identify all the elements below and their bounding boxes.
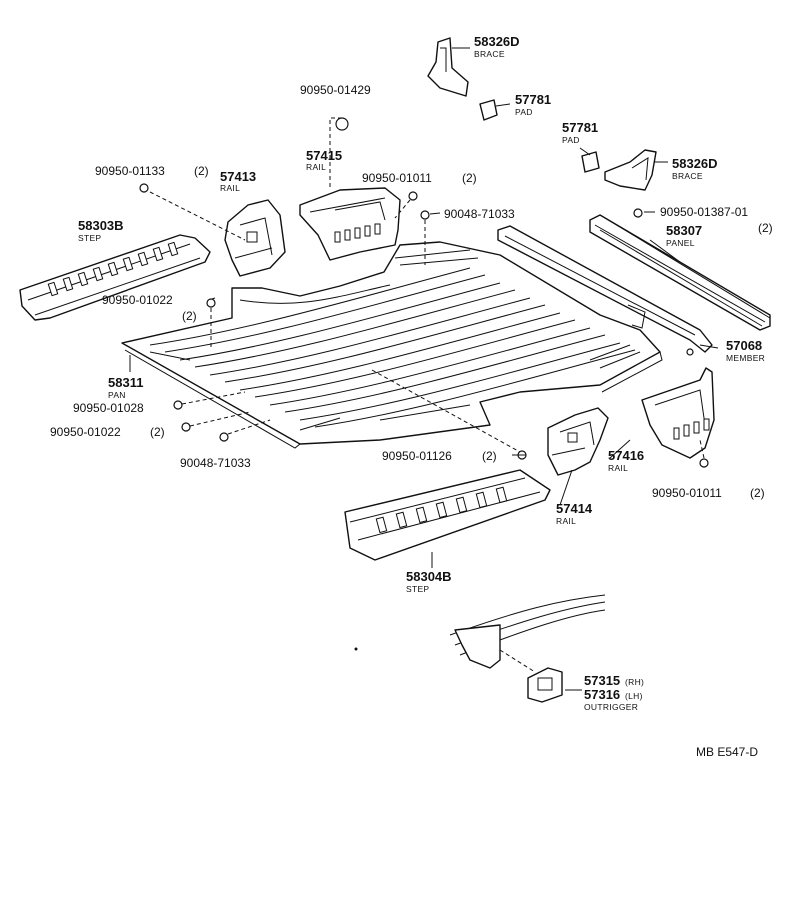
label-pan-58311-number: 58311	[108, 375, 143, 390]
label-rail-57416-name: RAIL	[608, 463, 628, 473]
label-clip-01011-bot-number: 90950-01011	[652, 486, 722, 500]
label-clip-01022-top-qty: (2)	[182, 309, 197, 323]
pad-57781-top	[479, 99, 498, 121]
label-rail-57414-name: RAIL	[556, 516, 576, 526]
label-clip-01022-bot-qty: (2)	[150, 425, 165, 439]
step-58303b-slots	[47, 241, 179, 297]
rail-57413	[224, 199, 286, 277]
label-rail-57413-number: 57413	[220, 169, 256, 184]
label-pan-58311-name: PAN	[108, 390, 126, 400]
rail-57415-slots	[334, 223, 381, 243]
stray-dot	[354, 647, 358, 651]
clip-90950-01022-bot	[181, 422, 191, 432]
label-brace-top-name: BRACE	[474, 49, 505, 59]
pad-57781-right	[581, 151, 600, 173]
label-brace-right-name: BRACE	[672, 171, 703, 181]
label-clip-01387-qty: (2)	[758, 221, 773, 235]
nut-90950-01429	[335, 117, 349, 131]
label-pad-right-name: PAD	[562, 135, 580, 145]
label-clip-01126-number: 90950-01126	[382, 449, 452, 463]
brace-58326d-top	[427, 37, 469, 97]
rail-57416-slots	[673, 418, 710, 440]
label-outrigger-side-lh: (LH)	[625, 691, 643, 701]
label-clip-01011-bot-qty: (2)	[750, 486, 765, 500]
label-member-57068-name: MEMBER	[726, 353, 765, 363]
label-outrigger-side-rh: (RH)	[625, 677, 644, 687]
rail-57415	[299, 187, 401, 261]
label-clip-01028-number: 90950-01028	[73, 401, 144, 415]
label-clip-71033-bot-number: 90048-71033	[180, 456, 251, 470]
label-clip-71033-top-number: 90048-71033	[444, 207, 515, 221]
rail-57416	[641, 367, 715, 459]
label-rail-57415-name: RAIL	[306, 162, 326, 172]
clip-90950-01022-top	[206, 298, 216, 308]
label-panel-58307-number: 58307	[666, 223, 702, 238]
label-pad-top-name: PAD	[515, 107, 533, 117]
member-57068	[497, 225, 713, 353]
label-step-58303b-number: 58303B	[78, 218, 124, 233]
rail-57414	[547, 407, 609, 476]
step-58304b	[344, 469, 551, 561]
clip-90048-71033-bot	[219, 432, 229, 442]
label-rail-57414-number: 57414	[556, 501, 593, 516]
label-outrigger-name: OUTRIGGER	[584, 702, 638, 712]
label-clip-01022-bot-number: 90950-01022	[50, 425, 121, 439]
label-pad-top-number: 57781	[515, 92, 551, 107]
label-member-57068-number: 57068	[726, 338, 762, 353]
label-nut-top-number: 90950-01429	[300, 83, 371, 97]
clip-90950-01028	[173, 400, 183, 410]
label-rail-57413-name: RAIL	[220, 183, 240, 193]
label-brace-right-number: 58326D	[672, 156, 718, 171]
label-rail-57416-number: 57416	[608, 448, 644, 463]
panel-58307	[589, 214, 771, 331]
label-clip-01011-top-number: 90950-01011	[362, 171, 432, 185]
part-labels: 58326D BRACE 90950-01429 57781 PAD 57781…	[50, 34, 773, 759]
bolt-member	[686, 348, 694, 356]
label-clip-01387-number: 90950-01387-01	[660, 205, 748, 219]
label-clip-01133-qty: (2)	[194, 164, 209, 178]
brace-58326d-right	[604, 149, 657, 191]
frame-outrigger-area	[449, 594, 606, 703]
label-clip-01133-number: 90950-01133	[95, 164, 165, 178]
label-step-58304b-number: 58304B	[406, 569, 452, 584]
label-pad-right-number: 57781	[562, 120, 598, 135]
diagram-code: MB E547-D	[696, 745, 758, 759]
clip-90950-01133	[139, 183, 149, 193]
leader-lines	[129, 47, 719, 691]
label-rail-57415-number: 57415	[306, 148, 342, 163]
clip-90950-01011-bot	[699, 458, 709, 468]
label-outrigger-number-rh: 57315	[584, 673, 620, 688]
clip-90950-01387	[633, 208, 643, 218]
label-outrigger-number-lh: 57316	[584, 687, 620, 702]
label-step-58303b-name: STEP	[78, 233, 101, 243]
clip-90048-71033-top	[420, 210, 430, 220]
clip-90950-01011-top	[408, 191, 418, 201]
label-brace-top-number: 58326D	[474, 34, 520, 49]
step-58303b	[19, 234, 211, 321]
label-step-58304b-name: STEP	[406, 584, 429, 594]
floor-pan-58311	[121, 241, 663, 449]
step-58304b-slots	[375, 486, 508, 534]
floor-pan-ribs	[149, 249, 641, 431]
label-clip-01022-top-number: 90950-01022	[102, 293, 173, 307]
label-panel-58307-name: PANEL	[666, 238, 695, 248]
label-clip-01126-qty: (2)	[482, 449, 497, 463]
label-clip-01011-top-qty: (2)	[462, 171, 477, 185]
